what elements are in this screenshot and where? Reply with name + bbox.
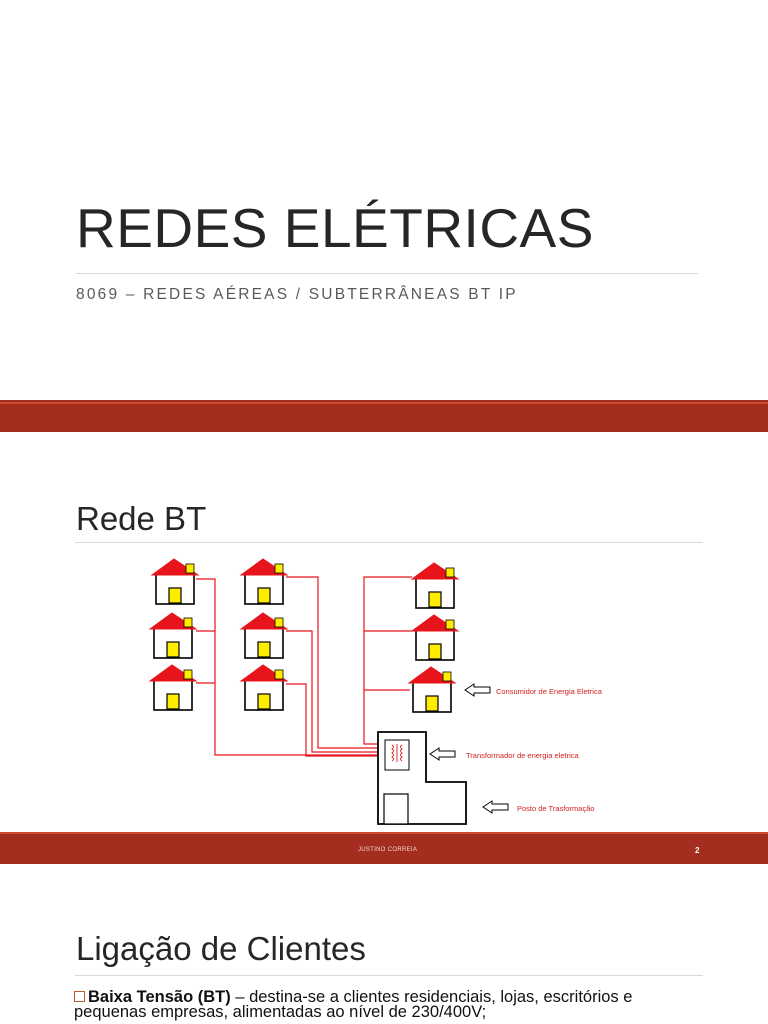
station-door	[383, 793, 409, 825]
house-chimney	[445, 619, 455, 630]
house-chimney	[274, 563, 284, 574]
houses	[148, 558, 460, 713]
slide-top-band	[0, 400, 768, 432]
bullet-continuation: pequenas empresas, alimentadas ao nível …	[74, 1003, 487, 1021]
wire	[363, 576, 412, 745]
house-door	[257, 587, 271, 604]
house-chimney	[185, 563, 195, 574]
house-icon	[410, 614, 460, 661]
house-door	[425, 695, 439, 712]
presentation-subtitle: 8069 – REDES AÉREAS / SUBTERRÂNEAS BT IP	[76, 286, 518, 303]
wire	[196, 578, 378, 756]
house-chimney	[274, 617, 284, 628]
presentation-title: REDES ELÉTRICAS	[76, 197, 594, 259]
title-divider	[76, 273, 698, 274]
page-number: 2	[695, 846, 700, 855]
house-chimney	[445, 567, 455, 578]
bullet-term: Baixa Tensão (BT)	[88, 988, 231, 1006]
house-door	[428, 591, 442, 608]
house-door	[166, 641, 180, 658]
house-chimney	[183, 669, 193, 680]
arrow-left-icon	[429, 747, 456, 761]
rede-bt-slide: Rede BT	[0, 432, 768, 832]
house-chimney	[442, 671, 452, 682]
house-icon	[148, 612, 198, 659]
slide-heading: Ligação de Clientes	[76, 930, 366, 967]
bullet-text: – destina-se a clientes residenciais, lo…	[230, 988, 633, 1006]
wire	[286, 576, 378, 749]
wire	[286, 630, 378, 753]
ligacao-clientes-slide: Ligação de Clientes Baixa Tensão (BT) – …	[0, 864, 768, 1024]
house-icon	[150, 558, 200, 605]
consumer-label: Consumidor de Energia Eletrica	[496, 687, 603, 696]
house-door	[257, 693, 271, 710]
footer-author: JUSTINO CORREIA	[358, 847, 418, 853]
slide-footer-band: JUSTINO CORREIA 2	[0, 832, 768, 864]
transformer-icon	[391, 744, 403, 762]
arrow-left-icon	[464, 683, 491, 697]
house-icon	[239, 664, 289, 711]
house-icon	[410, 562, 460, 609]
house-icon	[239, 558, 289, 605]
wires	[196, 576, 412, 757]
station-label: Posto de Trasformação	[517, 804, 595, 813]
wire	[286, 683, 378, 757]
house-door	[428, 643, 442, 660]
house-chimney	[274, 669, 284, 680]
house-door	[166, 693, 180, 710]
house-chimney	[183, 617, 193, 628]
title-slide: REDES ELÉTRICAS 8069 – REDES AÉREAS / SU…	[0, 0, 768, 400]
house-door	[168, 587, 182, 604]
heading-divider	[75, 542, 703, 543]
heading-divider	[75, 975, 703, 976]
house-icon	[239, 612, 289, 659]
house-door	[257, 641, 271, 658]
network-diagram: Consumidor de Energia Eletrica Transform…	[148, 558, 603, 825]
band-highlight	[0, 402, 768, 404]
house-icon	[148, 664, 198, 711]
house-icon	[407, 666, 457, 713]
arrow-left-icon	[482, 800, 509, 814]
bullet-item: Baixa Tensão (BT) – destina-se a cliente…	[74, 988, 632, 1007]
transformer-label: Transformador de energia eletrica	[466, 751, 580, 760]
slide-heading: Rede BT	[76, 500, 207, 537]
transformer-station	[377, 731, 467, 825]
checkbox-bullet-icon	[74, 991, 85, 1002]
band-highlight	[0, 832, 768, 834]
